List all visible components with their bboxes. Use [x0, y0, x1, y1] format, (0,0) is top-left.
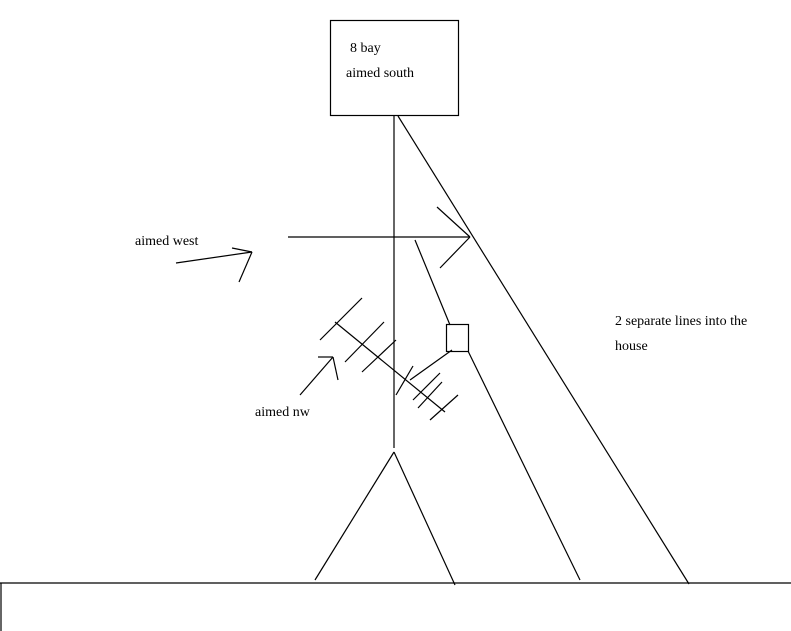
separate-lines-label-line-2: house: [615, 339, 648, 354]
west-antenna-head-lower: [439, 236, 471, 269]
aimed-nw-label: aimed nw: [255, 405, 310, 420]
nw-antenna-boom: [334, 321, 446, 413]
west-arrow-shaft: [175, 251, 253, 264]
coax-line-8bay: [397, 115, 690, 585]
nw-antenna-element-6: [417, 381, 443, 409]
coax-line-combined: [467, 350, 581, 581]
west-antenna-head-upper: [436, 206, 471, 238]
nw-arrow-shaft: [299, 356, 334, 396]
nw-antenna-element-3: [361, 339, 397, 373]
combiner-box: [445, 323, 470, 353]
aimed-west-label: aimed west: [135, 234, 199, 249]
nw-antenna-element-2: [344, 321, 385, 363]
nw-antenna-element-7: [429, 394, 459, 421]
tripod-left-leg: [314, 451, 395, 581]
tripod-right-leg: [393, 451, 456, 586]
separate-lines-label-line-1: 2 separate lines into the: [615, 314, 748, 329]
nw-antenna-lead: [409, 349, 453, 381]
nw-antenna-element-4: [395, 365, 414, 396]
west-antenna-lead: [414, 239, 451, 326]
aimed-south-label: aimed south: [346, 66, 415, 81]
nw-antenna-element-5: [412, 372, 441, 401]
west-arrow-head-top: [231, 247, 253, 253]
west-arrow-head-bottom: [238, 251, 253, 283]
eight-bay-label: 8 bay: [350, 41, 381, 56]
nw-antenna-element-1: [319, 297, 363, 341]
nw-arrow-head-side: [332, 356, 339, 381]
